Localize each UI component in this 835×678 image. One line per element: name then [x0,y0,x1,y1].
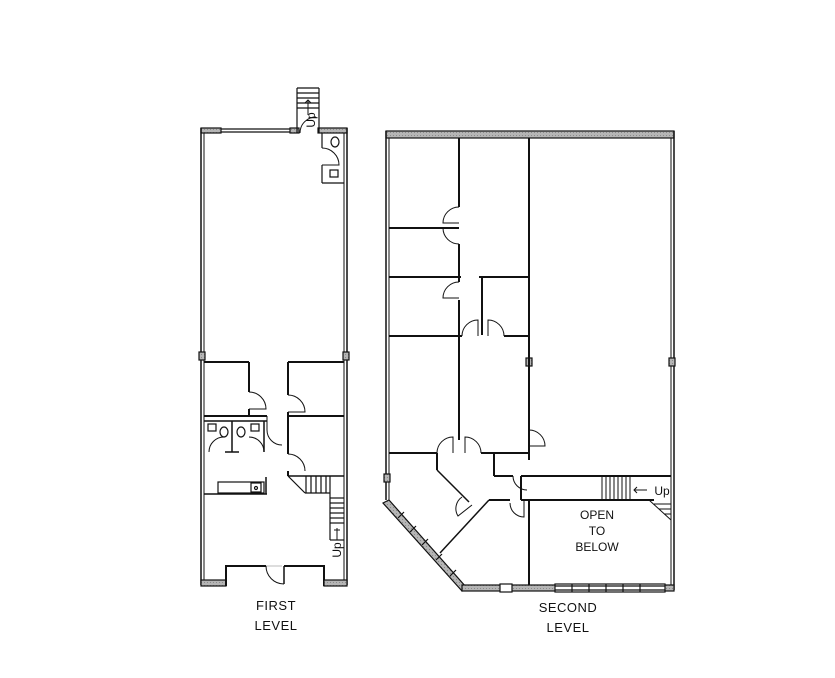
first-level-rear-stair-up-label: Up [304,112,318,128]
second-level-plan [382,130,676,593]
open-to-below-line1: OPEN [579,508,614,522]
second-level-stair [601,476,672,521]
first-level-restrooms [204,420,267,495]
first-level-upper-restroom [321,133,344,184]
second-level-doors [436,206,546,518]
second-level-angled-wall [382,499,467,592]
first-level-storefront [200,565,348,587]
first-level-plan [198,87,350,587]
second-level-title-line1: SECOND [538,600,598,615]
open-to-below-line2: TO [588,524,606,538]
first-level-main-stair-up-label: Up [330,542,344,558]
first-level-title-line1: FIRST [255,598,297,613]
second-level-title: SECOND LEVEL [528,598,608,638]
first-level-title: FIRST LEVEL [236,596,316,636]
first-level-top-wall [200,127,348,134]
first-level-offices [204,361,344,476]
second-level-top-wall [385,130,675,139]
first-level-title-line2: LEVEL [254,618,298,633]
first-level-main-stair [287,475,344,541]
first-level-rear-stair [296,87,320,134]
second-level-offices [389,138,671,585]
second-level-title-line2: LEVEL [546,620,590,635]
open-to-below-line3: BELOW [575,540,619,554]
open-to-below-note: OPEN TO BELOW [567,507,627,555]
second-level-stair-up-label: Up [654,484,670,498]
second-level-bottom-wall [461,583,675,593]
